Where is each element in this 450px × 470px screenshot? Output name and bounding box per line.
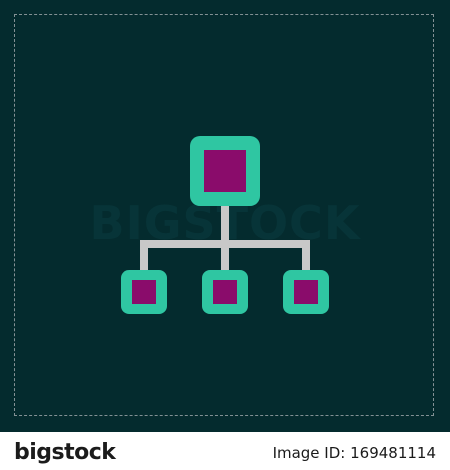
center-branch: [221, 240, 229, 272]
vertical-trunk: [221, 202, 229, 244]
brand-name: bigstock: [14, 440, 116, 465]
child-node-right: [283, 270, 329, 314]
root-node: [190, 136, 260, 206]
icon-panel: BIGSTOCK: [0, 0, 450, 432]
stitched-border: [14, 14, 434, 416]
right-branch: [302, 240, 310, 272]
hierarchy-icon: [121, 136, 329, 314]
brand-logo: bigstock: [14, 440, 116, 465]
left-branch: [140, 240, 148, 272]
footer-bar: bigstock Image ID: 169481114: [0, 432, 450, 470]
child-node-left: [121, 270, 167, 314]
connector-lines: [140, 202, 310, 272]
image-id: Image ID: 169481114: [272, 444, 436, 462]
child-node-center: [202, 270, 248, 314]
